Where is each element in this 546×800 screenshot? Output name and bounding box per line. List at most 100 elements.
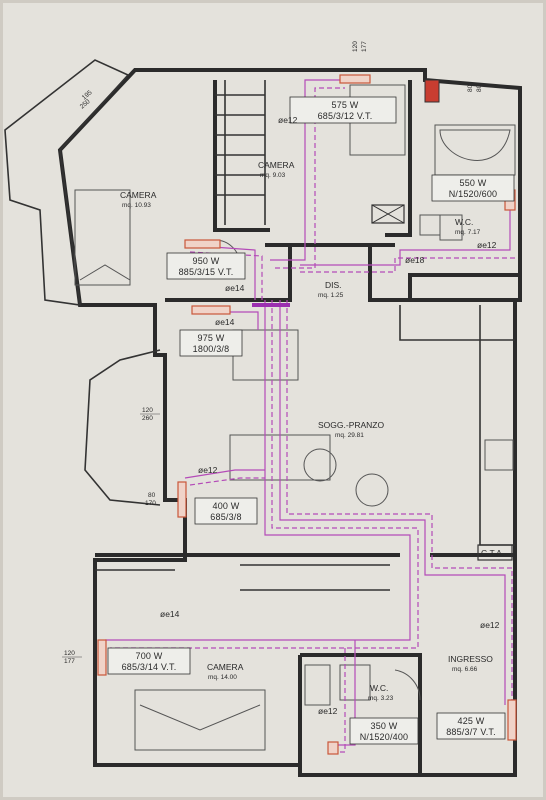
room-area-camera-nw: mq. 10.93 [122, 202, 151, 209]
label-box-575 [289, 96, 397, 124]
wall-wc-south [408, 273, 520, 300]
dim-4-top: 120 [142, 407, 153, 414]
room-name-wc-s: W.C. [370, 683, 388, 693]
radiators [97, 74, 517, 755]
bay-window [84, 349, 161, 506]
pipe-label-p7: øe14 [160, 609, 180, 619]
room-name-camera-nw: CAMERA [120, 190, 157, 200]
room-area-wc-s: mq. 3.23 [368, 695, 394, 702]
label-425-model: 885/3/7 V.T. [446, 727, 496, 737]
label-950-power: 950 W [192, 256, 219, 266]
label-box-350 [349, 717, 419, 745]
label-box-950 [166, 252, 246, 280]
bathtub [439, 129, 511, 161]
wall-wc-west [385, 80, 412, 237]
label-575-model: 685/3/12 V.T. [318, 111, 373, 121]
label-975-power: 975 W [197, 333, 224, 343]
pipe-575 [270, 79, 340, 261]
label-400-model: 685/3/8 [210, 512, 241, 522]
label-425-power: 425 W [457, 716, 484, 726]
pipe-label-p8: øe12 [480, 620, 500, 630]
walls [4, 59, 522, 777]
pipe-ingresso [279, 300, 506, 705]
dim-5-bot: 170 [145, 500, 156, 507]
pipe-wc [300, 190, 511, 266]
chimney-cross [371, 204, 405, 224]
label-350-power: 350 W [370, 721, 397, 731]
pipe-350 [335, 640, 356, 746]
room-name-wc-ne: W.C. [455, 217, 473, 227]
bed-south-fold [139, 704, 261, 731]
pipe-label-p2: øe18 [405, 255, 425, 265]
label-350-model: N/1520/400 [360, 732, 409, 742]
dim-1-top: 120 [352, 41, 359, 52]
sofa [229, 434, 331, 481]
stove [484, 439, 514, 471]
radiator-950 [184, 239, 221, 249]
label-700-power: 700 W [135, 651, 162, 661]
armchair-2 [355, 473, 389, 507]
label-box-975 [179, 329, 243, 357]
pipe-400-return [189, 477, 265, 486]
heating-pipes [105, 79, 515, 753]
outer-wall [57, 68, 522, 777]
pipe-label-p1: øe12 [278, 115, 298, 125]
balcony-nw [4, 59, 130, 306]
label-700-model: 685/3/14 V.T. [122, 662, 177, 672]
dim-6-bot: 177 [64, 658, 75, 665]
pipe-main-return [110, 300, 419, 649]
dim-2-bot: 80 [476, 84, 483, 92]
wall-dis-east [368, 245, 515, 302]
dim-5-top: 80 [148, 492, 156, 499]
room-area-ingresso: mq. 6.66 [452, 666, 478, 673]
room-area-soggiorno: mq. 29.81 [335, 432, 364, 439]
stairs [215, 80, 266, 225]
pipe-label-p9: øe12 [318, 706, 338, 716]
room-name-cta: C.T.A. [481, 548, 504, 558]
label-400-power: 400 W [212, 501, 239, 511]
radiator-425 [507, 699, 517, 741]
pipe-wc-return [300, 257, 515, 273]
room-name-soggiorno: SOGG.-PRANZO [318, 420, 385, 430]
room-name-camera-s: CAMERA [207, 662, 244, 672]
wall-camera-split [213, 80, 270, 232]
wc-fixture-2 [439, 214, 463, 241]
pipe-labels: øe12 øe18 øe12 øe14 øe14 øe12 øe14 øe12 … [160, 115, 500, 716]
dim-2-top: 80 [467, 84, 474, 92]
door-arc-2 [394, 669, 421, 701]
pipe-label-p6: øe12 [198, 465, 218, 475]
pipe-400 [184, 469, 265, 479]
room-area-camera-s: mq. 14.00 [208, 674, 237, 681]
dim-6-top: 120 [64, 650, 75, 657]
kitchen-top [399, 305, 515, 341]
cta-box [477, 544, 513, 561]
room-name-camera-n: CAMERA [258, 160, 295, 170]
radiator-975 [191, 305, 231, 315]
label-575-power: 575 W [331, 100, 358, 110]
pipe-label-p3: øe12 [477, 240, 497, 250]
armchair-1 [303, 448, 337, 482]
label-box-550 [431, 174, 515, 202]
radiator-575 [339, 74, 371, 84]
label-box-400 [194, 497, 258, 525]
window-strip [95, 564, 390, 591]
dim-1-bot: 177 [361, 41, 368, 52]
bed-nw-fold [79, 264, 131, 281]
pipe-main [105, 300, 411, 641]
wc-s-fixture-1 [304, 664, 331, 706]
radiator-labels: 575 W 685/3/12 V.T. 550 W N/1520/600 950… [107, 96, 515, 745]
wall-wc-s [300, 653, 422, 775]
dim-4-bot: 260 [142, 415, 153, 422]
vent-top-right [424, 79, 440, 103]
room-area-camera-n: mq. 9.03 [260, 172, 286, 179]
pipe-label-p5: øe14 [215, 317, 235, 327]
room-area-dis: mq. 1.25 [318, 292, 344, 299]
radiator-350 [327, 741, 339, 755]
pipe-label-p4: øe14 [225, 283, 245, 293]
bed-nw [74, 189, 131, 286]
pipe-ingresso-return [286, 300, 513, 705]
manifold [252, 303, 290, 307]
chimney-box [371, 204, 405, 224]
